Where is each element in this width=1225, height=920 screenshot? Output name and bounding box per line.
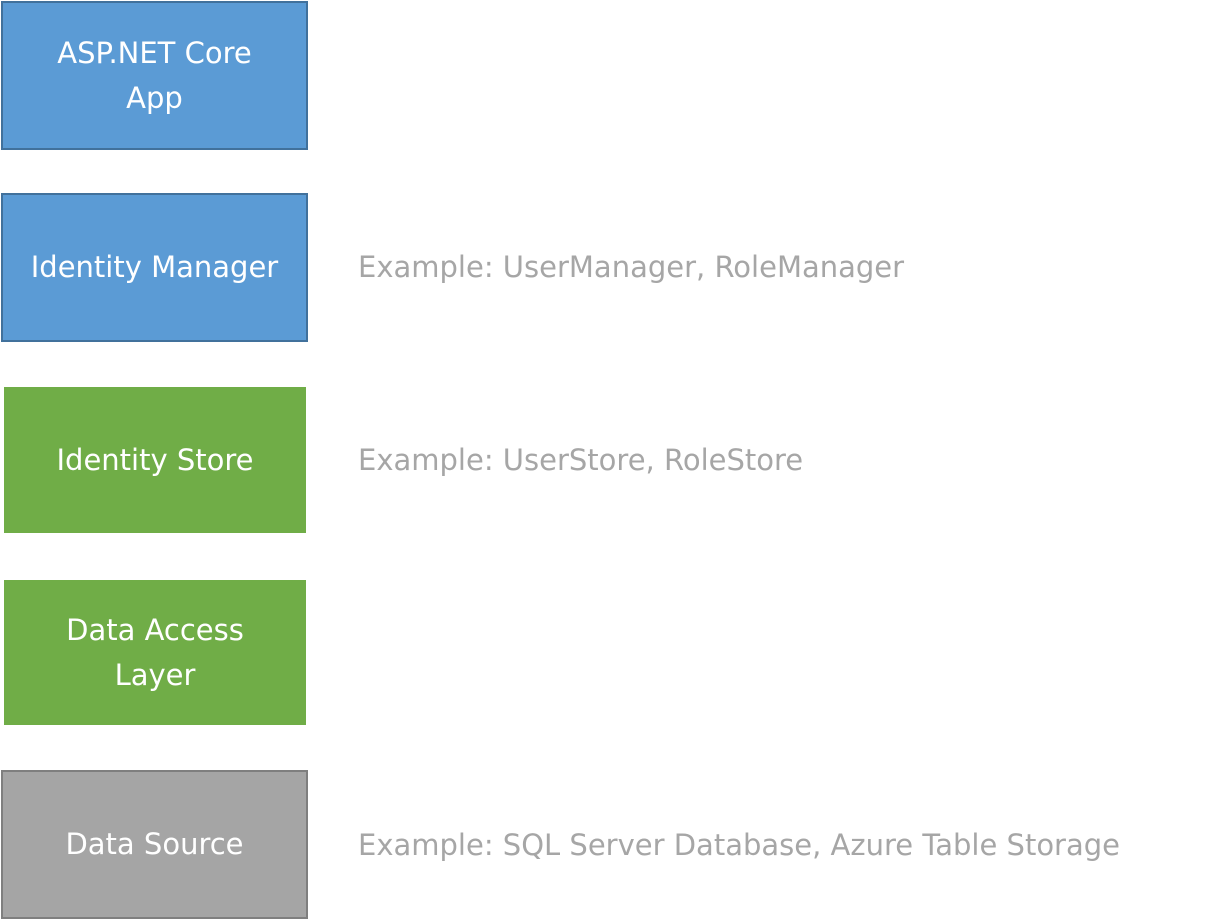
data-source-box: Data Source — [1, 770, 308, 919]
aspnet-core-app-box: ASP.NET Core App — [1, 1, 308, 150]
identity-manager-box: Identity Manager — [1, 193, 308, 342]
data-access-layer-box: Data Access Layer — [4, 580, 306, 725]
identity-store-example: Example: UserStore, RoleStore — [358, 443, 804, 477]
data-source-example: Example: SQL Server Database, Azure Tabl… — [358, 828, 1121, 862]
identity-store-box: Identity Store — [4, 387, 306, 533]
identity-manager-example: Example: UserManager, RoleManager — [358, 250, 905, 284]
